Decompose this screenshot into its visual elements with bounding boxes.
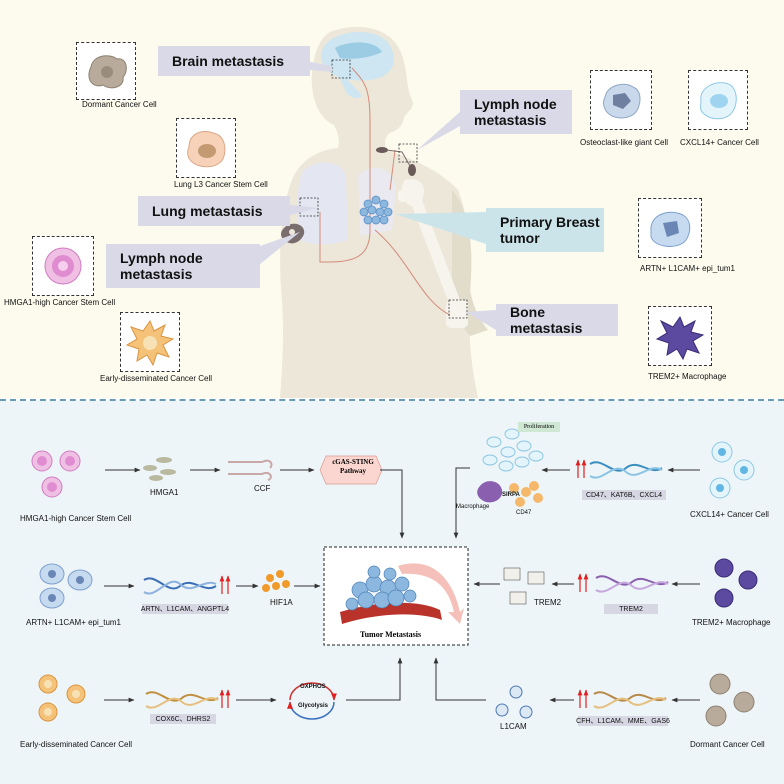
hmga1-cell-caption: HMGA1-high Cancer Stem Cell xyxy=(4,298,116,307)
osteoclast-cell-icon xyxy=(603,83,641,119)
lung-l3-cell-icon xyxy=(187,131,226,168)
artn-cell-box xyxy=(638,198,702,258)
hmga1-cell-box xyxy=(32,236,94,296)
cxcl14-cell-caption: CXCL14+ Cancer Cell xyxy=(680,138,759,147)
macrophage-label: Macrophage xyxy=(456,504,490,510)
early-cell-box xyxy=(120,312,180,372)
cd47-label: CD47 xyxy=(516,510,532,516)
trem2-cell-box xyxy=(648,306,712,366)
lung-l3-cell-box xyxy=(176,118,236,178)
trem2-cell-caption: TREM2+ Macrophage xyxy=(648,372,727,381)
lung-l3-cell-caption: Lung L3 Cancer Stem Cell xyxy=(174,180,268,189)
hmga1-label: HMGA1 xyxy=(150,488,179,497)
lymph-node-metastasis-left-label: Lymph node metastasis xyxy=(106,244,260,288)
lymph-node-metastasis-right-label: Lymph node metastasis xyxy=(460,90,572,134)
dormant-cell-caption: Dormant Cancer Cell xyxy=(82,100,157,109)
dormant-cell-box xyxy=(76,42,136,100)
sirpa-label: SIRPA xyxy=(502,492,520,498)
osteoclast-cell-caption: Osteoclast-like giant Cell xyxy=(580,138,669,147)
artn-cell-caption: ARTN+ L1CAM+ epi_tum1 xyxy=(640,264,736,273)
primary-breast-tumor-label: Primary Breast tumor xyxy=(486,208,604,252)
early-cell-icon xyxy=(125,319,175,367)
dormant-row-cell-label: Dormant Cancer Cell xyxy=(690,740,765,749)
human-body-silhouette xyxy=(260,26,496,398)
bone-metastasis-label: Bone metastasis xyxy=(496,304,618,336)
early-genes-label: COX6C、DHRS2 xyxy=(150,714,216,724)
section-divider xyxy=(0,399,784,401)
hmga1-row-cell-label: HMGA1-high Cancer Stem Cell xyxy=(20,514,132,523)
hmga1-cell-icon xyxy=(44,247,82,285)
trem2-genes-label: TREM2 xyxy=(604,604,658,614)
trem2-row-cell-label: TREM2+ Macrophage xyxy=(692,618,771,627)
artn-genes-label: ARTN、L1CAM、ANGPTL4 xyxy=(140,604,230,614)
dormant-cell-icon xyxy=(88,55,127,89)
dormant-genes-label: CFH、L1CAM、MME、GAS6 xyxy=(576,716,670,726)
cxcl14-genes-label: CD47、KAT6B、CXCL4 xyxy=(582,490,666,500)
cxcl14-cell-box xyxy=(688,70,748,130)
proliferation-label: Proliferation xyxy=(518,422,560,432)
lung-metastasis-label: Lung metastasis xyxy=(138,196,290,226)
artn-row-cell-label: ARTN+ L1CAM+ epi_tum1 xyxy=(26,618,122,627)
artn-cell-icon xyxy=(650,211,691,247)
brain-metastasis-label: Brain metastasis xyxy=(158,46,310,76)
cxcl14-cell-icon xyxy=(700,82,737,120)
l1cam-label: L1CAM xyxy=(500,722,527,731)
glycolysis-label: Glycolysis xyxy=(298,703,329,709)
oxphos-label: OXPHOS xyxy=(300,684,326,690)
early-cell-caption: Early-disseminated Cancer Cell xyxy=(100,374,213,383)
ccf-label: CCF xyxy=(254,484,271,493)
anatomy-panel: Brain metastasis Lymph node metastasis P… xyxy=(0,0,784,398)
cxcl14-row-cell-label: CXCL14+ Cancer Cell xyxy=(690,510,769,519)
hif1a-label: HIF1A xyxy=(270,598,293,607)
osteoclast-cell-box xyxy=(590,70,652,130)
trem2-product-label: TREM2 xyxy=(534,598,562,607)
tumor-metastasis-label: Tumor Metastasis xyxy=(360,630,422,639)
cgas-sting-pathway-label: cGAS-STING Pathway xyxy=(332,458,374,476)
trem2-cell-icon xyxy=(655,315,705,361)
early-row-cell-label: Early-disseminated Cancer Cell xyxy=(20,740,133,749)
